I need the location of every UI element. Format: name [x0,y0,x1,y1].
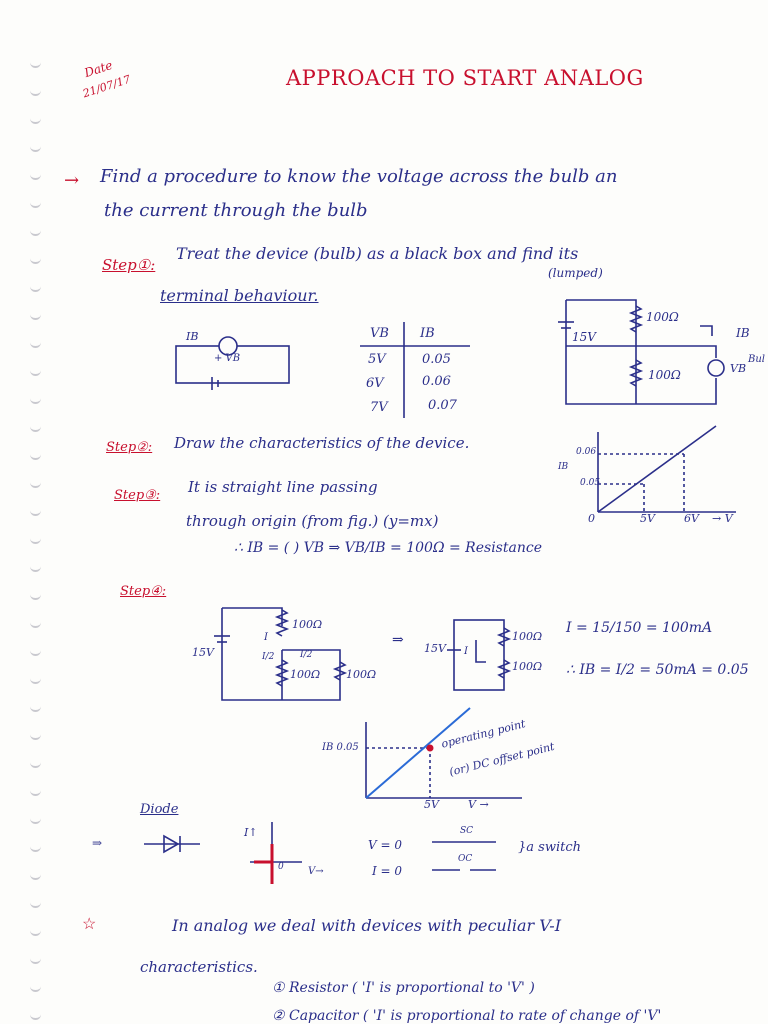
circuit3-i: I [264,632,268,643]
resistor-line: ① Resistor ( 'I' is proportional to 'V' … [272,980,535,996]
offset-point-label: (or) DC offset point [448,739,556,779]
open-circuit-label: OC [458,854,473,864]
diode-label: Diode [140,802,179,817]
step3-line-2: through origin (from fig.) (y=mx) [186,512,439,530]
diode-v-zero: V = 0 [368,838,402,852]
short-circuit-label: SC [460,826,474,836]
circuit4-r2: 100Ω [512,660,543,673]
circuit3-i-half-1: I/2 [262,652,275,662]
table-cell: 7V [370,400,388,415]
step1-note: (lumped) [548,266,603,280]
table-header-vb: VB [370,326,389,341]
circuit4-r1: 100Ω [512,630,543,643]
diode-i-zero: I = 0 [372,864,403,878]
page-title: APPROACH TO START ANALOG [286,66,644,90]
step1-label: Step①: [102,256,156,274]
step3-label: Step③: [114,488,161,503]
intro-line-1: Find a procedure to know the voltage acr… [100,166,618,187]
calculation-ib: ∴ IB = I/2 = 50mA = 0.05 [566,662,749,678]
analog-line-2: characteristics. [140,958,258,976]
table-cell: 5V [368,352,386,367]
equivalent-arrow: ⇒ [392,632,404,648]
diode-graph-i: I↑ [244,826,258,839]
graph1-origin: 0 [588,512,595,525]
graph1-y-top: 0.06 [576,447,597,457]
star-icon: ☆ [82,914,97,933]
diode-graph-origin: 0 [278,862,284,872]
graph1-y-mid: 0.05 [580,478,601,488]
circuit3-source: 15V [192,646,214,659]
step1-line-2: terminal behaviour. [160,286,319,305]
step4-label: Step④: [120,584,167,599]
graph2-y-label: IB 0.05 [322,742,359,753]
circuit3-r2: 100Ω [290,668,321,681]
circuit3-i-half-2: I/2 [300,650,313,660]
graph1-x1: 5V [640,512,655,525]
diode-graph-v: V→ [308,866,324,877]
graph1-x-axis: → V [712,512,733,525]
intro-line-2: the current through the bulb [104,200,368,221]
graph2-x-label: 5V [424,798,439,811]
circuit2-source: 15V [572,330,596,344]
circuit1-ib: IB [186,330,199,343]
graph1-x2: 6V [684,512,699,525]
step2-text: Draw the characteristics of the device. [174,434,470,452]
circuit2-r1: 100Ω [646,310,679,324]
calculation-current: I = 15/150 = 100mA [566,620,713,636]
table-cell: 0.07 [428,398,457,413]
table-header-ib: IB [420,326,435,341]
circuit4-source: 15V [424,642,446,655]
graph2-v-axis: V → [468,798,489,811]
switch-text: }a switch [518,840,581,855]
date-label: Date [82,57,115,81]
table-cell: 0.06 [422,374,451,389]
circuit1-vb: + VB [214,353,241,364]
step3-line-3: ∴ IB = ( ) VB ⇒ VB/IB = 100Ω = Resistanc… [234,540,542,556]
step2-label: Step②: [106,440,153,455]
circuit3-r1: 100Ω [292,618,323,631]
circuit2-r2: 100Ω [648,368,681,382]
table-cell: 0.05 [422,352,451,367]
intro-arrow: → [64,170,80,191]
circuit2-vb: VB [730,362,747,375]
circuit2-ib: IB [736,326,750,340]
operating-point-label: operating point [440,717,527,751]
graph1-y-axis: IB [558,462,569,472]
step1-line-1: Treat the device (bulb) as a black box a… [176,244,579,263]
circuit2-bulb: Bul [748,354,765,365]
analog-line-1: In analog we deal with devices with pecu… [172,916,562,935]
circuit3-r3: 100Ω [346,668,377,681]
step3-line-1: It is straight line passing [188,478,378,496]
diode-arrow: ⇒ [92,836,103,850]
capacitor-line: ② Capacitor ( 'I' is proportional to rat… [272,1008,662,1024]
circuit4-i: I [464,646,468,657]
table-cell: 6V [366,376,384,391]
